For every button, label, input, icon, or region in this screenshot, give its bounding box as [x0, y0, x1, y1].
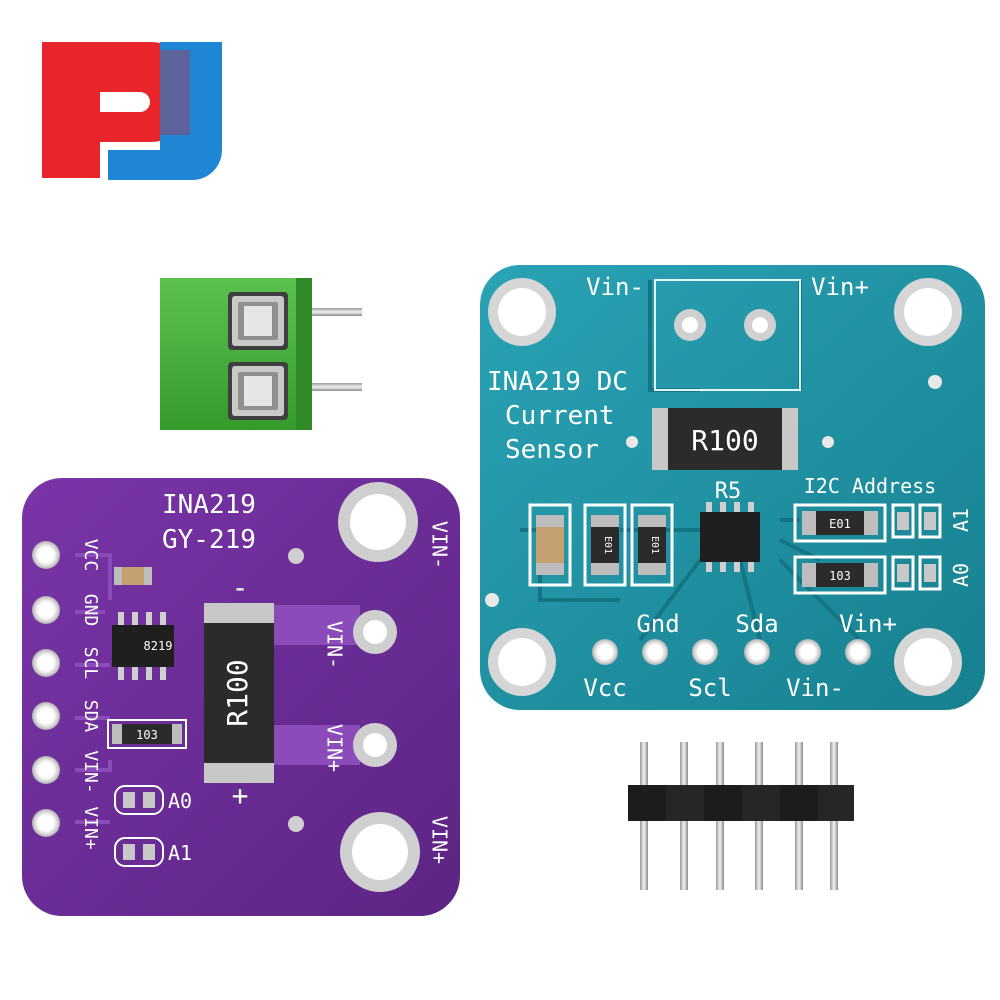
purple-capacitor — [114, 567, 152, 585]
teal-res-label: E01 — [649, 536, 660, 554]
mounting-holes-teal — [488, 278, 962, 696]
teal-vin-minus-top: Vin- — [586, 273, 644, 301]
teal-pin-vin-plus: Vin+ — [839, 610, 897, 638]
teal-addr-jumpers — [891, 503, 942, 591]
purple-chip-label: 8219 — [144, 639, 173, 653]
terminal-clamp-bottom — [228, 362, 288, 420]
purple-ina219-board: R100 - + 8219 103 — [22, 478, 460, 916]
teal-pin-gnd: Gnd — [636, 610, 679, 638]
purple-shunt-label: R100 — [221, 659, 254, 726]
purple-pin-sda: SDA — [80, 700, 101, 733]
purple-ic-chip: 8219 — [112, 612, 174, 680]
teal-pin-vin-minus: Vin- — [786, 674, 844, 702]
logo-overlap — [160, 50, 190, 135]
teal-r5-label: R5 — [715, 479, 742, 504]
purple-plus-sign: + — [232, 779, 249, 812]
teal-addr-resistor-2: 103 — [793, 555, 887, 595]
teal-ina219-board: R100 E01 E01 — [480, 265, 985, 710]
purple-header-pads — [32, 541, 60, 837]
teal-pin-scl: Scl — [688, 674, 731, 702]
purple-right-vin-minus-inner: VIN- — [323, 621, 347, 669]
teal-shunt-label: R100 — [691, 424, 758, 457]
purple-addr-jumpers — [114, 785, 164, 867]
teal-i2c-label: I2C Address — [804, 474, 936, 498]
purple-right-vin-plus-outer: VIN+ — [428, 816, 452, 864]
teal-resistor-2: E01 — [630, 503, 674, 587]
terminal-clamp-top — [228, 292, 288, 350]
purple-right-vin-plus-inner: VIN+ — [323, 724, 347, 772]
teal-pin-sda: Sda — [735, 610, 778, 638]
logo-blue-shape — [108, 42, 222, 180]
purple-addr-a0: A0 — [168, 789, 192, 813]
purple-resistor-label: 103 — [136, 728, 158, 742]
purple-pin-vin-plus: VIN+ — [80, 806, 101, 850]
purple-trace-pads — [270, 605, 360, 765]
purple-right-vin-minus-outer: VIN- — [428, 521, 452, 569]
teal-addr-a0: A0 — [949, 563, 973, 587]
purple-pin-gnd: GND — [80, 594, 101, 627]
header-plastic — [628, 785, 854, 821]
teal-addr-resistor-1: E01 — [793, 503, 887, 543]
purple-minus-sign: - — [232, 571, 249, 604]
purple-title-line1: INA219 — [162, 490, 256, 520]
teal-addr-a1: A1 — [949, 508, 973, 532]
teal-res-label: 103 — [829, 569, 851, 583]
screw-terminal-block — [160, 278, 362, 430]
terminal-pin — [300, 383, 362, 391]
teal-title-line3: Sensor — [505, 435, 599, 465]
teal-resistor-1: E01 — [583, 503, 627, 587]
teal-header-pads — [592, 639, 871, 665]
teal-pin-vcc: Vcc — [583, 674, 626, 702]
purple-title-line2: GY-219 — [162, 525, 256, 555]
purple-pin-vin-minus: VIN- — [80, 750, 101, 793]
teal-ic-chip — [700, 502, 760, 572]
teal-shunt-resistor: R100 — [652, 408, 798, 470]
purple-pin-vcc: VCC — [80, 539, 101, 572]
purple-pin-scl: SCL — [80, 647, 101, 680]
brand-logo — [42, 42, 222, 180]
teal-title-line2: Current — [505, 401, 615, 431]
teal-vin-plus-top: Vin+ — [811, 273, 869, 301]
teal-res-label: E01 — [602, 536, 613, 554]
terminal-pin — [300, 308, 362, 316]
teal-capacitor — [528, 503, 572, 587]
teal-res-label: E01 — [829, 517, 851, 531]
purple-shunt-resistor: R100 — [204, 603, 274, 783]
mounting-holes-purple — [338, 482, 420, 892]
male-pin-header — [628, 742, 854, 890]
terminal-footprint-outline — [654, 279, 801, 391]
purple-resistor: 103 — [107, 719, 187, 749]
terminal-side — [296, 278, 312, 430]
purple-addr-a1: A1 — [168, 841, 192, 865]
teal-title-line1: INA219 DC — [487, 367, 628, 397]
